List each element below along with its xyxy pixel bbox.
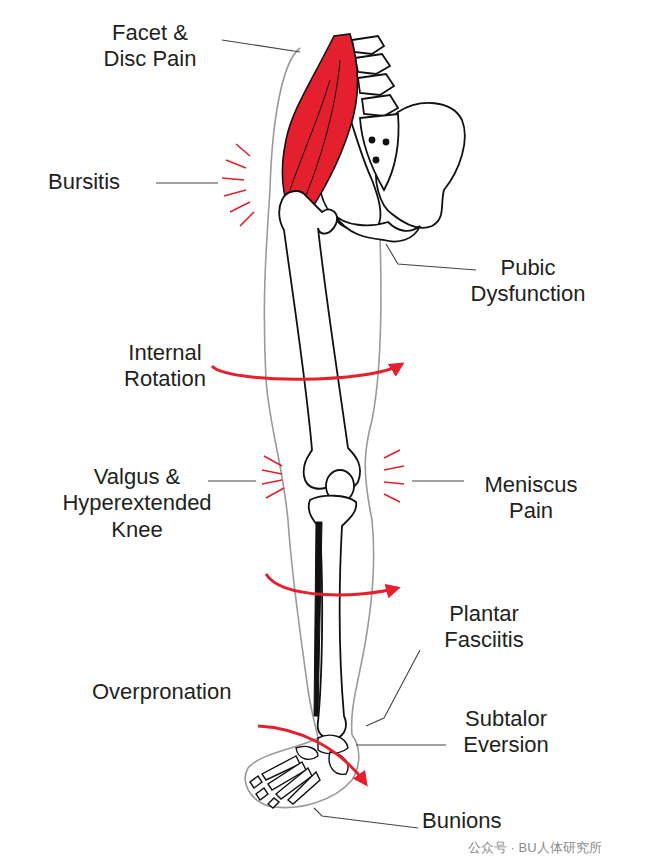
vertebra — [362, 95, 398, 116]
watermark: 公众号 · BU人体研究所 — [468, 840, 602, 856]
toe — [268, 798, 279, 808]
leader-line — [156, 40, 476, 828]
leader-line — [366, 650, 420, 726]
foot-outline — [245, 735, 359, 808]
pubic-bone — [334, 214, 420, 241]
foot-bones — [250, 735, 348, 808]
toe — [250, 776, 262, 788]
sacral-foramen — [374, 158, 379, 163]
leader-line — [208, 480, 256, 481]
femur — [279, 191, 360, 489]
vertebra — [358, 74, 394, 95]
lumbar-spine — [352, 36, 398, 116]
leader-line — [412, 480, 464, 481]
vertebra — [352, 36, 384, 54]
leader-line — [314, 808, 418, 828]
callout-label: Valgus & Hyperextended Knee — [46, 464, 228, 543]
toe — [256, 788, 268, 800]
leader-line — [356, 744, 446, 745]
leader-line — [386, 244, 476, 270]
callout-label: Facet & Disc Pain — [91, 20, 209, 73]
callout-label: Bunions — [422, 808, 502, 834]
callout-label: Pubic Dysfunction — [453, 255, 603, 308]
rotation-arrow — [212, 364, 402, 379]
callout-label: Plantar Fasciitis — [424, 601, 544, 654]
burst-line — [222, 144, 254, 226]
sacral-foramen — [384, 140, 389, 145]
rotation-arrow — [258, 726, 366, 784]
callout-label: Bursitis — [48, 169, 120, 195]
callout-label: Subtalor Eversion — [444, 706, 568, 759]
callout-label: Meniscus Pain — [465, 472, 597, 525]
vertebra — [355, 54, 390, 74]
pain-burst — [222, 144, 404, 502]
metatarsal — [288, 772, 320, 804]
tibia — [309, 496, 357, 739]
leader-line — [222, 40, 300, 52]
burst-line — [262, 456, 284, 498]
leader-line — [156, 182, 218, 183]
fibula — [314, 522, 322, 716]
tarsal — [296, 746, 318, 759]
callout-label: Overpronation — [92, 679, 231, 705]
callout-label: Internal Rotation — [109, 340, 221, 393]
burst-line — [384, 450, 404, 502]
sacral-foramen — [370, 138, 375, 143]
rotation-arrow — [266, 574, 398, 595]
